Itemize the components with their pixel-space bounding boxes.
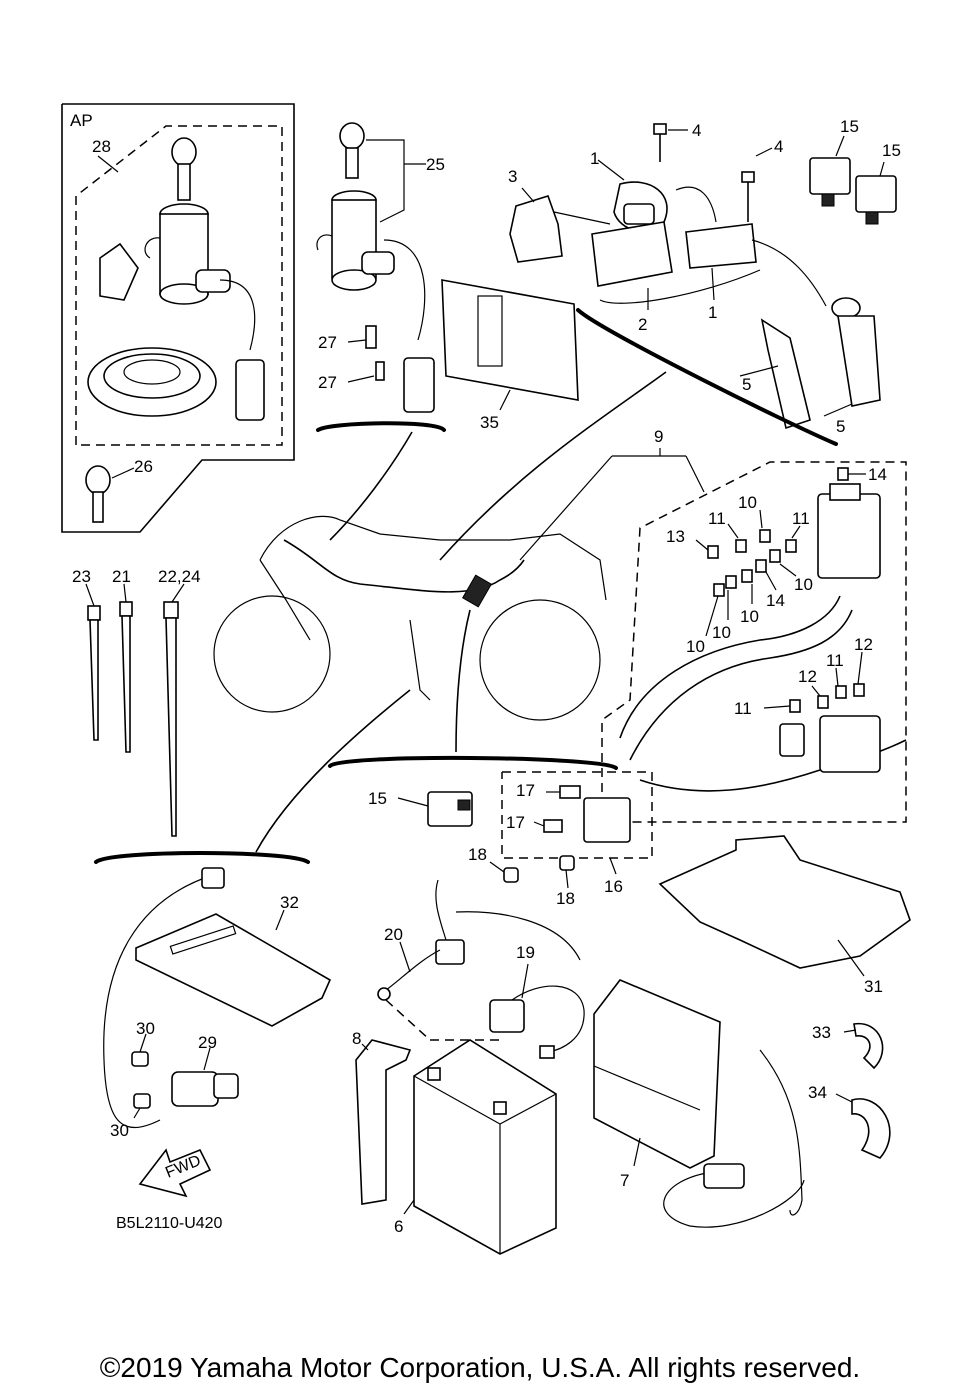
callout-13: 13 bbox=[666, 527, 685, 546]
callout-11: 11 bbox=[708, 509, 726, 528]
relay-icon bbox=[809, 157, 897, 225]
callout-10: 10 bbox=[738, 493, 757, 512]
callout-2: 2 bbox=[638, 315, 647, 334]
callout-27: 27 bbox=[318, 333, 337, 352]
callout-16: 16 bbox=[604, 877, 623, 896]
callout-28: 28 bbox=[92, 137, 111, 156]
callout-35: 35 bbox=[480, 413, 499, 432]
callout-20: 20 bbox=[384, 925, 403, 944]
diagram-code: B5L2110-U420 bbox=[116, 1215, 223, 1232]
callout-34: 34 bbox=[808, 1083, 827, 1102]
callout-7: 7 bbox=[620, 1171, 629, 1190]
callout-15: 15 bbox=[882, 141, 901, 160]
callout-4: 4 bbox=[692, 121, 701, 140]
callout-19: 19 bbox=[516, 943, 535, 962]
callout-18: 18 bbox=[556, 889, 575, 908]
callout-3: 3 bbox=[508, 167, 517, 186]
callout-33: 33 bbox=[812, 1023, 831, 1042]
callout-11: 11 bbox=[734, 699, 752, 718]
bolt-icon bbox=[503, 855, 575, 883]
callout-32: 32 bbox=[280, 893, 299, 912]
key-icon bbox=[339, 122, 365, 179]
wire-lead-icon bbox=[489, 985, 585, 1059]
ap-panel: AP bbox=[61, 103, 295, 533]
callout-12: 12 bbox=[798, 667, 817, 686]
callout-10: 10 bbox=[740, 607, 759, 626]
callout-10: 10 bbox=[712, 623, 731, 642]
callout-11: 11 bbox=[792, 509, 810, 528]
spark-plug-cap-icon bbox=[760, 297, 881, 430]
motorcycle-outline bbox=[213, 515, 607, 721]
clamp-icon bbox=[851, 1022, 891, 1159]
screw-icon bbox=[365, 325, 385, 381]
fuse-icon bbox=[707, 467, 865, 713]
callout-31: 31 bbox=[864, 977, 883, 996]
fwd-arrow-icon: FWD bbox=[138, 1148, 212, 1198]
callout-12: 12 bbox=[854, 635, 873, 654]
wire-lead-icon bbox=[377, 879, 581, 1001]
callout-10: 10 bbox=[686, 637, 705, 656]
callout-14: 14 bbox=[868, 465, 887, 484]
callout-27: 27 bbox=[318, 373, 337, 392]
main-switch-group bbox=[316, 122, 446, 541]
copyright-notice: ©2019 Yamaha Motor Corporation, U.S.A. A… bbox=[99, 1352, 861, 1383]
callout-22-24: 22,24 bbox=[158, 567, 201, 586]
battery-icon bbox=[413, 1039, 557, 1255]
bolt-icon bbox=[653, 123, 755, 222]
callout-8: 8 bbox=[352, 1029, 361, 1048]
callout-6: 6 bbox=[394, 1217, 403, 1236]
callout-4: 4 bbox=[774, 137, 783, 156]
callout-30: 30 bbox=[110, 1121, 129, 1140]
callout-25: 25 bbox=[426, 155, 445, 174]
callout-26: 26 bbox=[134, 457, 153, 476]
connector-icon bbox=[99, 242, 139, 301]
callout-17: 17 bbox=[516, 781, 535, 800]
key-icon bbox=[85, 465, 111, 523]
callout-15: 15 bbox=[368, 789, 387, 808]
callout-30: 30 bbox=[136, 1019, 155, 1038]
callout-9: 9 bbox=[654, 427, 663, 446]
label-sticker-icon bbox=[441, 279, 579, 411]
battery-plate-icon bbox=[658, 835, 911, 969]
parts-diagram: AP bbox=[61, 103, 911, 1255]
callout-1: 1 bbox=[590, 149, 599, 168]
callout-15: 15 bbox=[840, 117, 859, 136]
callout-21: 21 bbox=[112, 567, 131, 586]
cable-tie-icon bbox=[87, 601, 179, 837]
callout-10: 10 bbox=[794, 575, 813, 594]
callout-23: 23 bbox=[72, 567, 91, 586]
battery-band-icon bbox=[355, 1039, 412, 1205]
battery-cover-icon bbox=[593, 979, 721, 1169]
relay-icon bbox=[427, 791, 473, 827]
ignition-coil-group bbox=[439, 123, 881, 561]
callout-14: 14 bbox=[766, 591, 785, 610]
callout-5: 5 bbox=[742, 375, 751, 394]
main-switch-icon bbox=[144, 203, 265, 421]
callout-17: 17 bbox=[506, 813, 525, 832]
panel-label: AP bbox=[70, 111, 93, 130]
rubber-sheet-icon bbox=[135, 913, 332, 1027]
callout-18: 18 bbox=[468, 845, 487, 864]
callout-1: 1 bbox=[708, 303, 717, 322]
fuel-cap-icon bbox=[87, 347, 217, 417]
callout-29: 29 bbox=[198, 1033, 217, 1052]
sensor-icon bbox=[131, 1051, 239, 1109]
starter-relay-icon bbox=[543, 785, 631, 843]
callout-5: 5 bbox=[836, 417, 845, 436]
wire-harness-panel bbox=[601, 461, 907, 823]
key-icon bbox=[171, 137, 197, 201]
callout-11: 11 bbox=[826, 651, 844, 670]
